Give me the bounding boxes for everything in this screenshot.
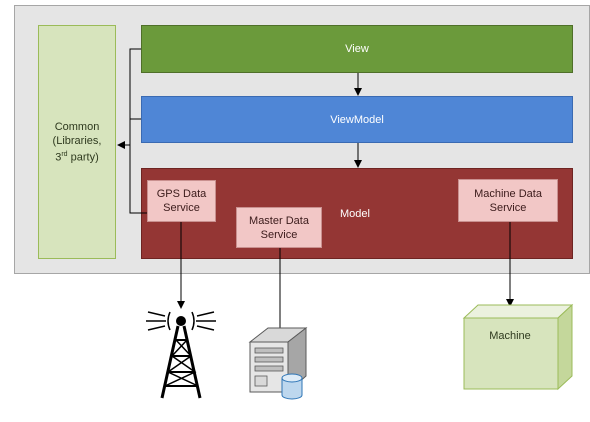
gps-service-line2: Service	[163, 202, 200, 214]
common-libraries-box: Common (Libraries, 3rd party)	[38, 25, 116, 259]
common-label-line1: Common	[54, 120, 100, 133]
gps-data-service: GPS Data Service	[147, 180, 216, 222]
viewmodel-layer: ViewModel	[141, 96, 573, 143]
machine-data-service: Machine Data Service	[458, 179, 558, 222]
master-service-line2: Service	[260, 228, 298, 241]
common-label-line3-suffix: party)	[67, 151, 99, 164]
common-label-line3-sup: rd	[61, 150, 68, 158]
database-server-icon	[248, 326, 308, 400]
common-label-line3-prefix: 3	[55, 151, 62, 164]
viewmodel-label: ViewModel	[330, 113, 384, 126]
common-dependency-bracket	[129, 48, 147, 214]
model-label: Model	[340, 208, 370, 220]
master-service-line1: Master Data	[249, 214, 309, 227]
machine-label: Machine	[489, 330, 531, 342]
machine-service-line1: Machine Data	[474, 187, 542, 200]
view-label: View	[345, 43, 369, 55]
view-layer: View	[141, 25, 573, 73]
gps-service-line1: GPS Data	[156, 188, 207, 200]
machine-cube-icon	[462, 303, 574, 391]
common-label-line2: (Libraries,	[52, 134, 102, 147]
master-data-service: Master Data Service	[236, 207, 322, 248]
radio-tower-icon	[146, 311, 216, 399]
machine-service-line2: Service	[489, 201, 527, 214]
